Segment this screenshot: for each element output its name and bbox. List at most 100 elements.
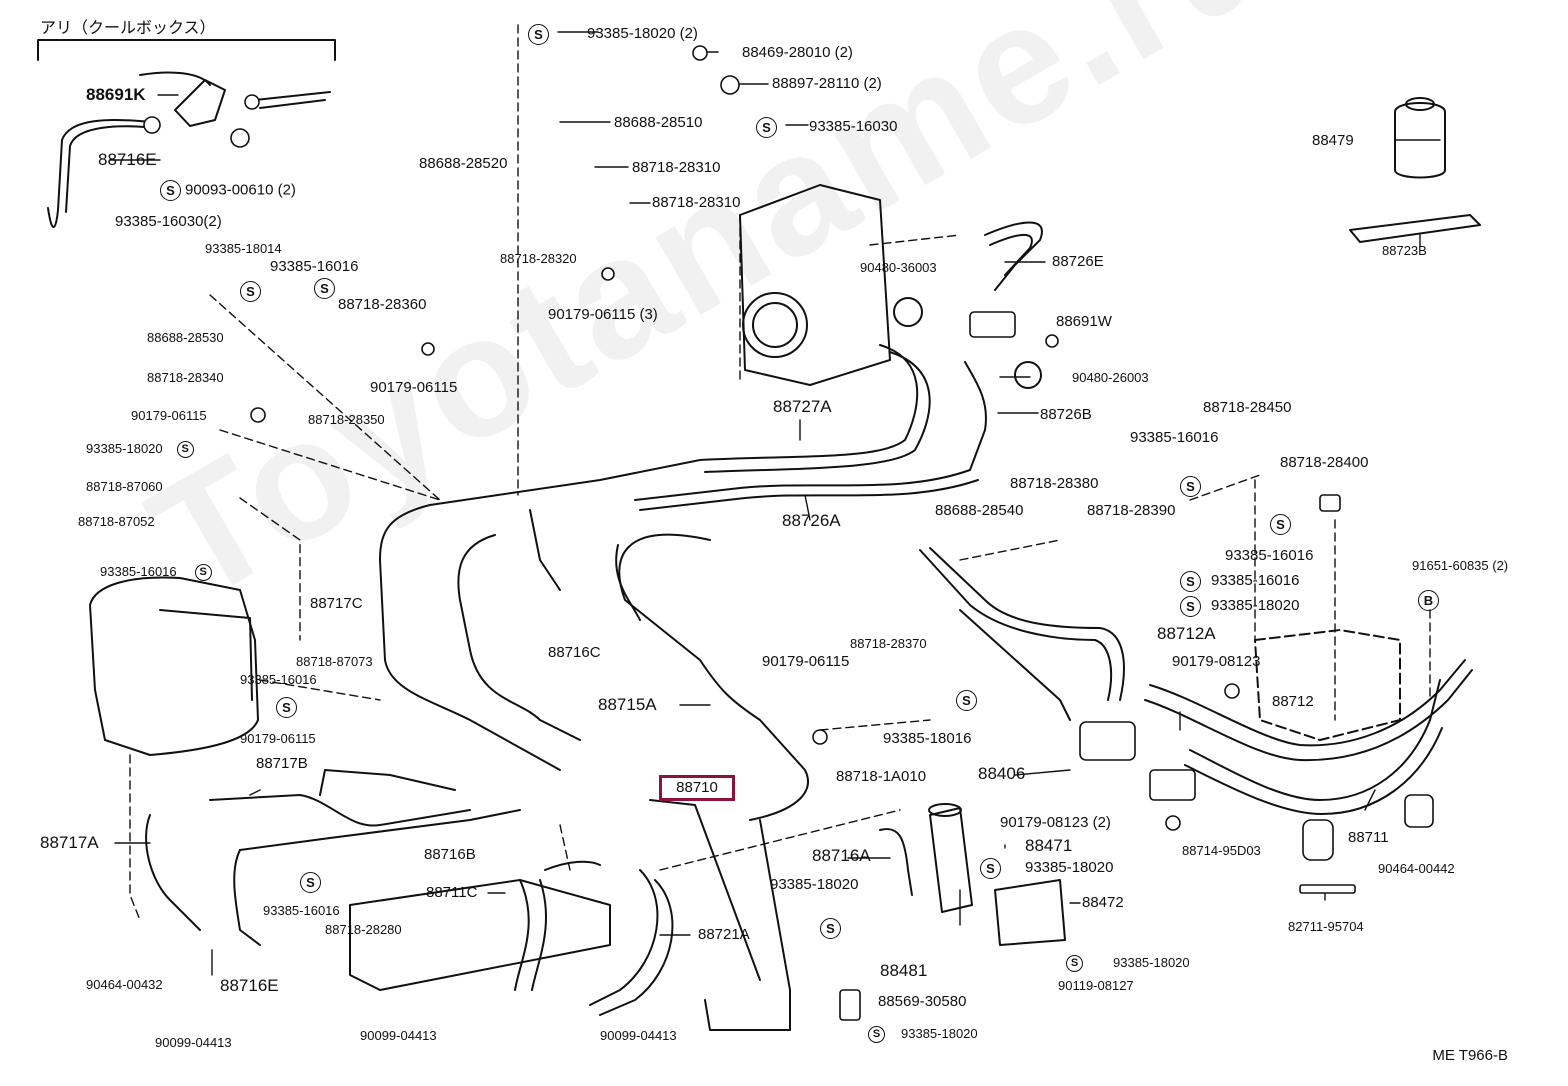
part-label[interactable]: 88718-28340 (147, 370, 224, 385)
part-label[interactable]: 90119-08127 (1058, 978, 1134, 993)
part-label[interactable]: 88717B (256, 755, 308, 772)
part-label[interactable]: 88711C (426, 884, 478, 901)
part-label[interactable]: 88726A (782, 511, 841, 530)
part-label[interactable]: 88726B (1040, 406, 1092, 423)
part-label[interactable]: 88691K (86, 85, 146, 104)
s-icon: S (528, 24, 549, 45)
part-label[interactable]: 88688-28520 (419, 155, 508, 172)
s-icon: S (1180, 571, 1201, 592)
part-label[interactable]: 88688-28540 (935, 502, 1024, 519)
part-label[interactable]: 88718-28280 (325, 922, 402, 937)
part-label[interactable]: 88718-28360 (338, 296, 427, 313)
part-label[interactable]: 88718-28320 (500, 251, 577, 266)
part-label[interactable]: 88712A (1157, 624, 1216, 643)
header-bracket (37, 39, 336, 61)
pipe-88716a (879, 828, 913, 896)
part-label[interactable]: 88718-28350 (308, 412, 385, 427)
part-label[interactable]: 88718-28390 (1087, 502, 1176, 519)
part-label[interactable]: 93385-16016 (1225, 547, 1314, 564)
s-icon-marker: B (1418, 590, 1443, 611)
part-label[interactable]: 88406 (978, 764, 1026, 783)
part-label[interactable]: 90179-06115 (3) (548, 306, 658, 323)
part-label[interactable]: 90179-06115 (240, 731, 316, 746)
part-label[interactable]: 88691W (1056, 313, 1112, 330)
part-label[interactable]: 88479 (1312, 132, 1354, 149)
part-label[interactable]: 90480-36003 (860, 260, 937, 275)
part-label[interactable]: 88718-28400 (1280, 454, 1369, 471)
part-label[interactable]: 88712 (1272, 693, 1314, 710)
part-label[interactable]: 88718-87060 (86, 479, 163, 494)
part-label[interactable]: 82711-95704 (1288, 919, 1364, 934)
part-label[interactable]: 93385-16016 (1130, 429, 1219, 446)
part-label[interactable]: 88718-28370 (850, 636, 927, 651)
part-label[interactable]: 88717C (310, 595, 363, 612)
part-label[interactable]: 88481 (880, 961, 928, 980)
part-label[interactable]: 93385-18016 (883, 730, 972, 747)
part-label[interactable]: 90099-04413 (360, 1028, 437, 1043)
part-label[interactable]: 88716E (220, 976, 279, 995)
part-label[interactable]: 91651-60835 (2) (1412, 558, 1509, 573)
part-label[interactable]: 88718-28450 (1203, 399, 1292, 416)
s-icon-marker: S (240, 281, 265, 302)
part-label[interactable]: 93385-16016 (270, 258, 359, 275)
part-label[interactable]: 90099-04413 (155, 1035, 232, 1050)
part-label[interactable]: 90179-08123 (1172, 653, 1261, 670)
s-icon: S (980, 858, 1001, 879)
part-label[interactable]: 90099-04413 (600, 1028, 677, 1043)
part-label[interactable]: 88718-87073 (296, 654, 373, 669)
part-label[interactable]: 88726E (1052, 253, 1104, 270)
part-label[interactable]: 88472 (1082, 894, 1124, 911)
part-label[interactable]: 90179-06115 (370, 379, 458, 396)
hose-88712 (1149, 659, 1466, 747)
part-label[interactable]: 93385-16016 (240, 672, 317, 687)
highlighted-part-88710[interactable]: 88710 (659, 775, 735, 801)
part-label[interactable]: 93385-18020 (770, 876, 859, 893)
part-label[interactable]: 88718-28380 (1010, 475, 1099, 492)
part-label[interactable]: 88721A (698, 926, 750, 943)
s-icon: S (868, 1026, 885, 1044)
part-label[interactable]: 88718-1A010 (836, 768, 927, 785)
part-label[interactable]: 93385-16016 (263, 903, 340, 918)
part-label[interactable]: 88727A (773, 397, 832, 416)
part-label[interactable]: 88715A (598, 695, 657, 714)
part-label[interactable]: 88471 (1025, 836, 1073, 855)
part-label[interactable]: 88716A (812, 846, 871, 865)
part-label[interactable]: 93385-18014 (205, 241, 282, 256)
blower-ring (742, 292, 808, 358)
part-label[interactable]: 88716C (548, 644, 601, 661)
s-icon: S (1180, 596, 1201, 617)
hose-88726e (984, 221, 1043, 291)
part-label[interactable]: 90464-00442 (1378, 861, 1455, 876)
part-label[interactable]: 88714-95D03 (1182, 843, 1261, 858)
part-label[interactable]: 88723B (1382, 243, 1427, 258)
part-label[interactable]: 88688-28530 (147, 330, 224, 345)
part-label[interactable]: 88718-28310 (632, 159, 721, 176)
part-label[interactable]: 90179-06115 (762, 653, 850, 670)
part-label[interactable]: 88717A (40, 833, 99, 852)
part-label[interactable]: 90179-08123 (2) (1000, 814, 1111, 831)
part-label[interactable]: 90480-26003 (1072, 370, 1149, 385)
part-label[interactable]: 88716E (98, 150, 157, 169)
part-label[interactable]: 88688-28510 (614, 114, 703, 131)
part-label[interactable]: 88716B (424, 846, 476, 863)
part-label[interactable]: 88711 (1348, 829, 1389, 846)
highlighted-part-label: 88710 (676, 779, 718, 796)
part-label[interactable]: 90464-00432 (86, 977, 163, 992)
part-label[interactable]: 88569-30580 (878, 993, 967, 1010)
part-label[interactable]: 88469-28010 (2) (742, 44, 853, 61)
part-label[interactable]: 88897-28110 (2) (772, 75, 882, 92)
part-label[interactable]: 90179-06115 (131, 408, 207, 423)
part-label[interactable]: 88718-87052 (78, 514, 155, 529)
part-label[interactable]: 93385-16030(2) (115, 213, 222, 230)
part-label[interactable]: 88718-28310 (652, 194, 741, 211)
